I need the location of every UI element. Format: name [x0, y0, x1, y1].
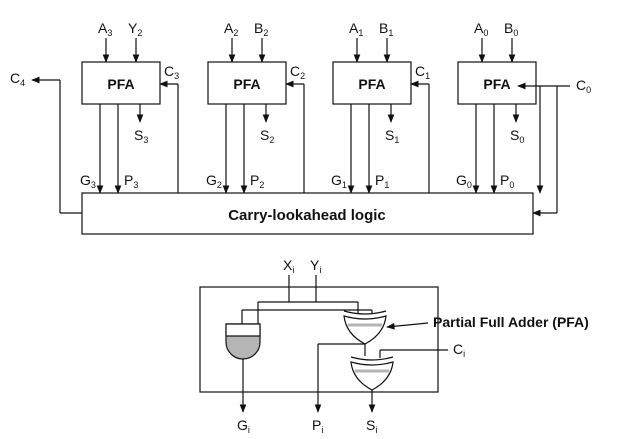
si-label: Si	[366, 417, 377, 435]
ci-label: Ci	[453, 341, 465, 359]
input-b-label: B2	[254, 20, 268, 38]
pfa-block-label: PFA	[107, 76, 134, 92]
carry-label: C1	[415, 63, 430, 81]
generate-label: G2	[206, 172, 222, 190]
pfa-block-label: PFA	[233, 76, 260, 92]
xor-gate-2-icon	[350, 356, 394, 391]
and-gate-icon	[225, 323, 261, 360]
carry-lookahead-label: Carry-lookahead logic	[228, 207, 386, 224]
generate-label: G0	[456, 172, 472, 190]
sum-label: S3	[134, 127, 148, 145]
input-a-label: A2	[224, 20, 238, 38]
pfa-caption-pointer	[386, 322, 429, 330]
input-a-label: A3	[98, 20, 112, 38]
yi-label: Yi	[310, 257, 321, 275]
propagate-label: P0	[500, 172, 514, 190]
c4-label: C4	[10, 70, 25, 88]
pfa-block	[81, 61, 161, 105]
pfa-block	[207, 61, 287, 105]
generate-label: G1	[331, 172, 347, 190]
input-a-label: A0	[474, 20, 488, 38]
input-a-label: A1	[349, 20, 363, 38]
pfa-caption: Partial Full Adder (PFA)	[433, 314, 589, 330]
propagate-label: P1	[375, 172, 389, 190]
gi-label: Gi	[237, 417, 250, 435]
sum-label: S2	[260, 127, 274, 145]
generate-label: G3	[80, 172, 96, 190]
pi-label: Pi	[312, 417, 323, 435]
sum-label: S1	[385, 127, 399, 145]
c0-label: C0	[576, 77, 591, 95]
propagate-label: P2	[250, 172, 264, 190]
input-b-label: B0	[504, 20, 518, 38]
pfa-block	[332, 61, 412, 105]
pfa-block-label: PFA	[483, 76, 510, 92]
xi-label: Xi	[283, 257, 294, 275]
carry-label: C2	[290, 63, 305, 81]
carry-label: C3	[164, 63, 179, 81]
propagate-label: P3	[124, 172, 138, 190]
input-b-label: Y2	[128, 20, 142, 38]
input-b-label: B1	[379, 20, 393, 38]
pfa-block-label: PFA	[358, 76, 385, 92]
sum-label: S0	[510, 127, 524, 145]
xor-gate-1-icon	[343, 310, 387, 345]
